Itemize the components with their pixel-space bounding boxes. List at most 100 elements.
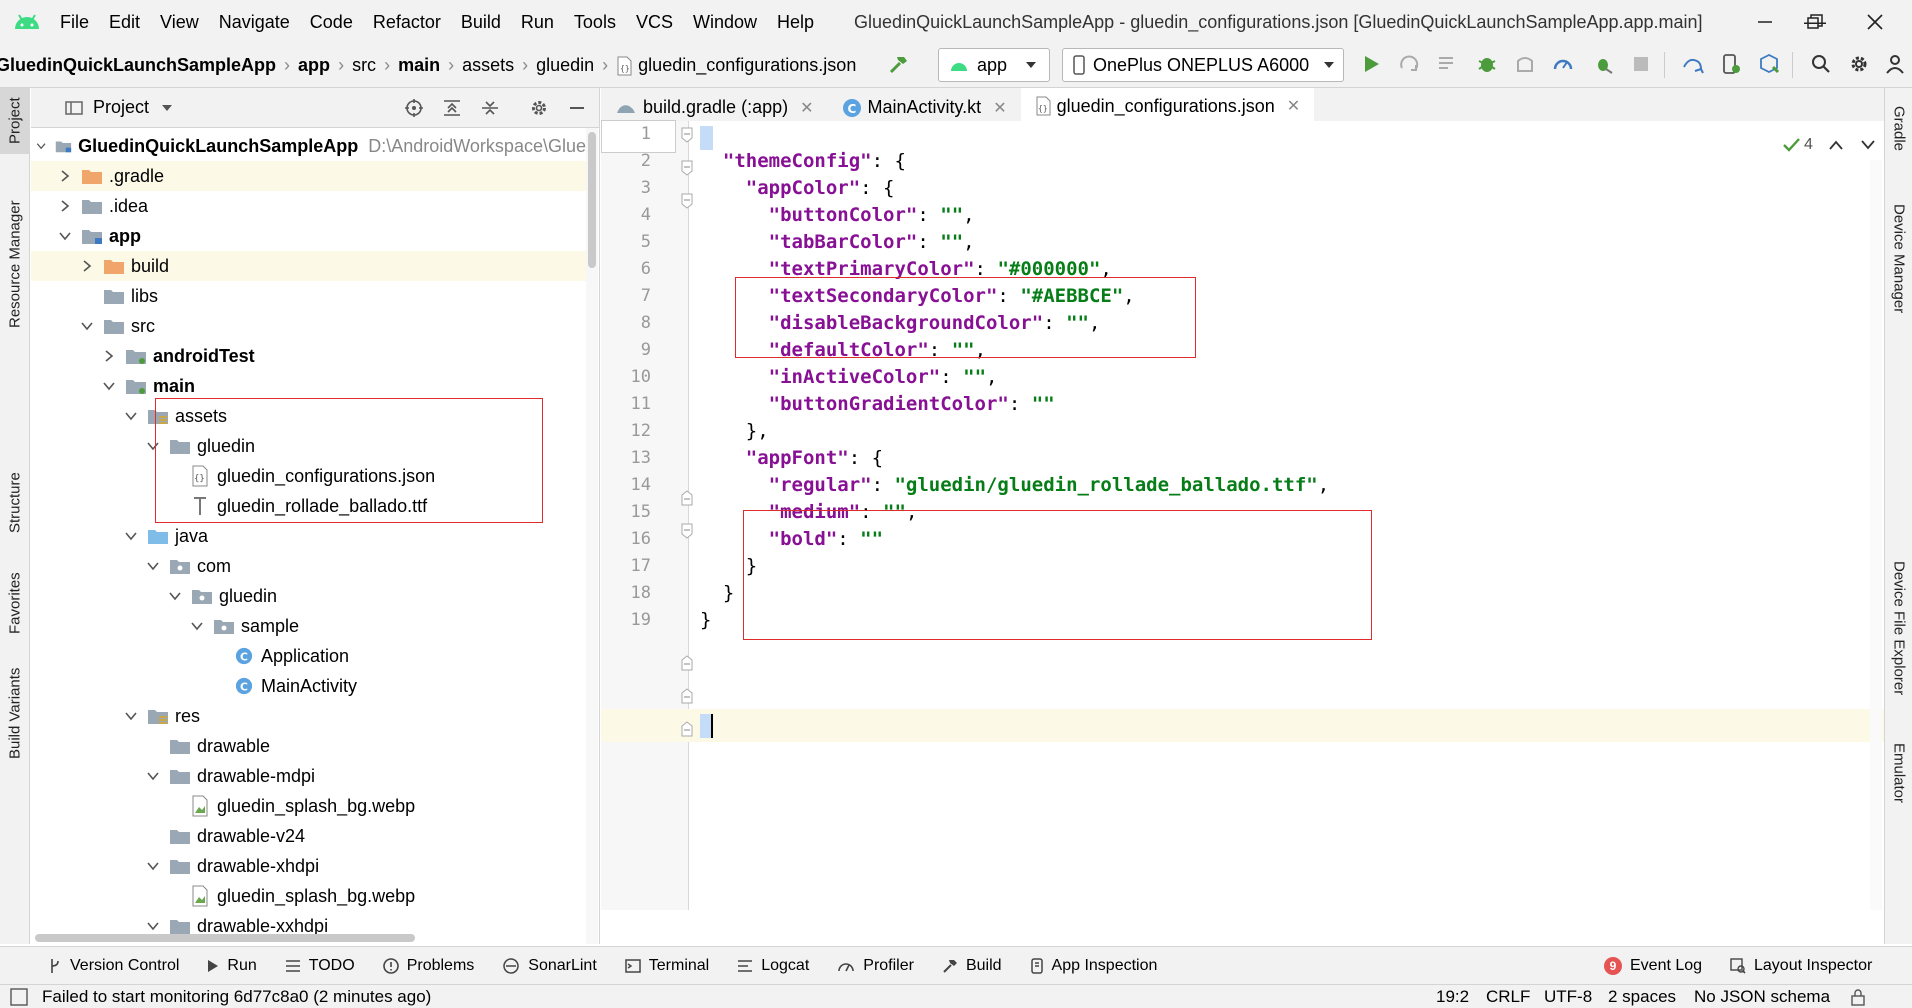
tree-row-gluedin-pkg[interactable]: gluedin [31, 581, 586, 611]
code-line[interactable]: "disableBackgroundColor": "", [700, 307, 1101, 340]
breadcrumb-src[interactable]: src [352, 55, 377, 75]
sync-gradle-button[interactable] [1678, 49, 1708, 79]
code-line[interactable]: "regular": "gluedin/gluedin_rollade_ball… [700, 469, 1330, 502]
locate-file-icon[interactable] [404, 98, 424, 118]
tree-row-app[interactable]: app [31, 221, 586, 251]
code-line[interactable]: "tabBarColor": "", [700, 226, 975, 259]
chevron-down-icon[interactable] [123, 408, 139, 424]
tree-row-mainactivity[interactable]: C MainActivity [31, 671, 586, 701]
tree-row-main[interactable]: main [31, 371, 586, 401]
expand-all-icon[interactable] [442, 98, 462, 118]
code-line[interactable]: "medium": "", [700, 496, 918, 529]
run-config-select[interactable]: app [938, 48, 1050, 82]
profile-button[interactable] [1510, 49, 1540, 79]
breadcrumb-main[interactable]: main [398, 55, 441, 75]
chevron-right-icon[interactable] [57, 198, 73, 214]
chevron-down-icon[interactable] [101, 378, 117, 394]
tree-row-application[interactable]: C Application [31, 641, 586, 671]
fold-end-marker-icon[interactable] [680, 721, 694, 737]
fold-marker-icon[interactable] [680, 523, 694, 539]
apply-changes-button[interactable] [1394, 49, 1424, 79]
tree-row-drawable[interactable]: drawable [31, 731, 586, 761]
code-line[interactable]: "appColor": { [700, 172, 895, 205]
run-button[interactable] [1356, 49, 1386, 79]
stop-button[interactable] [1626, 49, 1656, 79]
code-line[interactable]: "inActiveColor": "", [700, 361, 998, 394]
code-line[interactable]: } [700, 604, 711, 637]
fold-marker-icon[interactable] [680, 127, 694, 143]
maximize-button[interactable] [1790, 0, 1840, 44]
chevron-right-icon[interactable] [79, 258, 95, 274]
tree-hscrollbar-thumb[interactable] [35, 934, 415, 942]
event-log-tool[interactable]: 9 Event Log [1604, 956, 1702, 975]
tree-row-gluedin-assets[interactable]: gluedin [31, 431, 586, 461]
breadcrumb-project[interactable]: GluedinQuickLaunchSampleApp [0, 55, 277, 75]
menu-build[interactable]: Build [460, 11, 501, 32]
search-everywhere-button[interactable] [1806, 49, 1836, 79]
breadcrumb-gluedin[interactable]: gluedin [536, 55, 595, 75]
tree-row-libs[interactable]: libs [31, 281, 586, 311]
gear-icon[interactable] [529, 98, 549, 118]
close-tab-icon[interactable]: ✕ [993, 99, 1007, 117]
gradle-tool-tab[interactable]: Gradle [1885, 94, 1912, 164]
tree-row-com[interactable]: com [31, 551, 586, 581]
menu-edit[interactable]: Edit [109, 11, 141, 32]
tree-row-splash-mdpi[interactable]: gluedin_splash_bg.webp [31, 791, 586, 821]
hide-panel-icon[interactable] [567, 98, 587, 118]
apply-code-changes-button[interactable] [1432, 49, 1462, 79]
resource-manager-tool-tab[interactable]: Resource Manager [0, 164, 30, 364]
build-tool[interactable]: Build [942, 957, 1002, 975]
chevron-right-icon[interactable] [57, 168, 73, 184]
tree-row-idea[interactable]: .idea [31, 191, 586, 221]
menu-refactor[interactable]: Refactor [372, 11, 441, 32]
favorites-tool-tab[interactable]: Favorites [0, 558, 30, 648]
menu-tools[interactable]: Tools [573, 11, 616, 32]
collapse-all-icon[interactable] [480, 98, 500, 118]
menu-code[interactable]: Code [309, 11, 353, 32]
structure-tool-tab[interactable]: Structure [0, 458, 30, 548]
profiler-button[interactable] [1548, 49, 1578, 79]
settings-button[interactable] [1844, 49, 1874, 79]
status-message[interactable]: Failed to start monitoring 6d77c8a0 (2 m… [42, 986, 432, 1006]
logcat-tool[interactable]: Logcat [737, 957, 809, 975]
tree-row-drawable-xhdpi[interactable]: drawable-xhdpi [31, 851, 586, 881]
tree-row-drawable-xxhdpi[interactable]: drawable-xxhdpi [31, 911, 586, 941]
tree-row-java[interactable]: java [31, 521, 586, 551]
tree-row-gradle[interactable]: .gradle [31, 161, 586, 191]
build-variants-tool-tab[interactable]: Build Variants [0, 658, 30, 768]
app-inspection-tool[interactable]: App Inspection [1030, 957, 1157, 975]
chevron-down-icon[interactable] [189, 618, 205, 634]
indent-setting[interactable]: 2 spaces [1608, 986, 1677, 1006]
code-line[interactable]: "defaultColor": "", [700, 334, 986, 367]
minimize-window-button[interactable] [1740, 0, 1790, 44]
status-panel-toggle-icon[interactable] [10, 987, 28, 1006]
code-line[interactable]: } [700, 550, 757, 583]
close-tab-icon[interactable]: ✕ [1286, 98, 1301, 115]
code-line[interactable]: "appFont": { [700, 442, 883, 475]
tree-row-root[interactable]: GluedinQuickLaunchSampleApp D:\AndroidWo… [31, 131, 586, 161]
attach-debugger-button[interactable] [1588, 49, 1618, 79]
menu-view[interactable]: View [160, 11, 199, 32]
tree-row-src[interactable]: src [31, 311, 586, 341]
make-project-button[interactable] [884, 49, 914, 79]
project-view-title[interactable]: Project [93, 97, 150, 117]
terminal-tool[interactable]: Terminal [625, 957, 709, 975]
dropdown-arrow-icon[interactable] [161, 104, 173, 112]
code-line[interactable]: "themeConfig": { [700, 145, 906, 178]
device-file-explorer-tool-tab[interactable]: Device File Explorer [1885, 548, 1912, 708]
chevron-down-icon[interactable] [167, 588, 183, 604]
fold-marker-icon[interactable] [680, 160, 694, 176]
code-line[interactable]: }, [700, 415, 769, 448]
code-line[interactable]: "buttonGradientColor": "" [700, 388, 1055, 421]
breadcrumb-app[interactable]: app [298, 55, 331, 75]
editor-area[interactable] [601, 121, 1884, 910]
chevron-down-icon[interactable] [123, 528, 139, 544]
menu-vcs[interactable]: VCS [635, 11, 673, 32]
tree-row-sample[interactable]: sample [31, 611, 586, 641]
menu-navigate[interactable]: Navigate [218, 11, 290, 32]
tab-build-gradle[interactable]: build.gradle (:app) ✕ [601, 88, 828, 127]
debug-button[interactable] [1472, 49, 1502, 79]
tree-row-drawable-mdpi[interactable]: drawable-mdpi [31, 761, 586, 791]
file-encoding[interactable]: UTF-8 [1544, 986, 1593, 1006]
tree-row-font-ttf[interactable]: gluedin_rollade_ballado.ttf [31, 491, 586, 521]
